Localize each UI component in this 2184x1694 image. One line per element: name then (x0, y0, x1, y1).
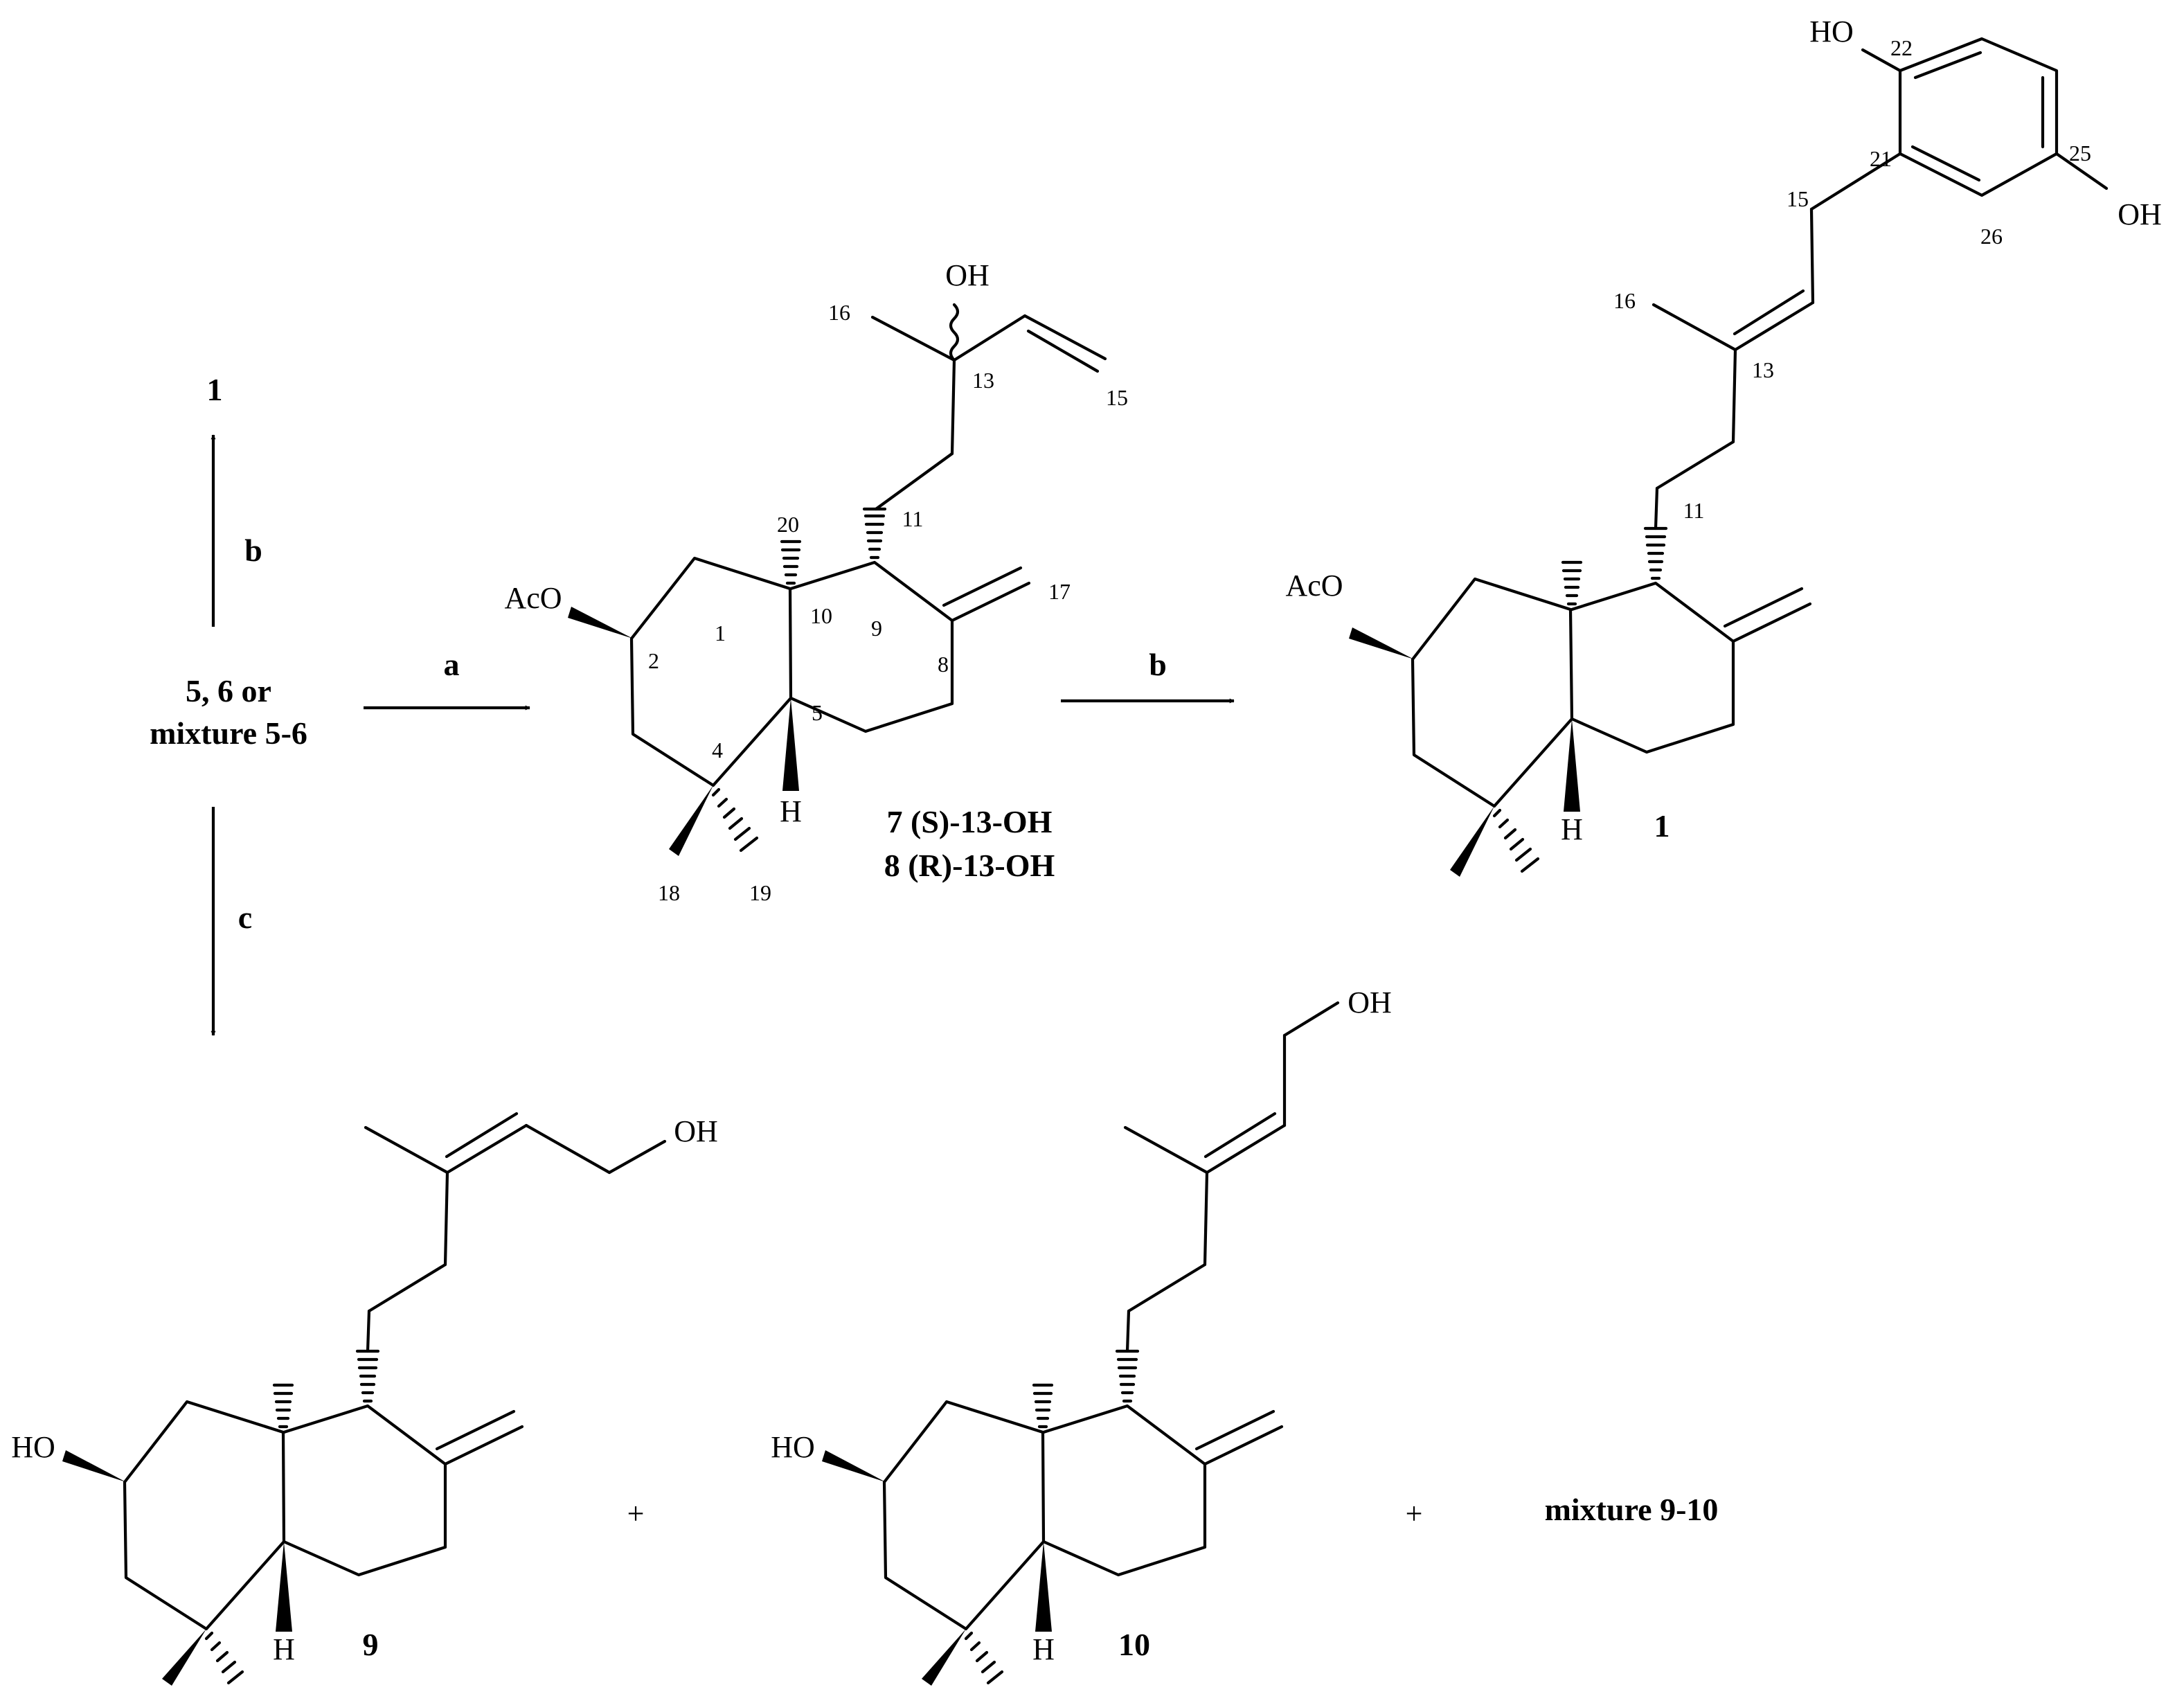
wedge-c5 (782, 698, 799, 791)
wedge-c5-10 (1035, 1542, 1052, 1632)
wedge-c4-me-9 (162, 1629, 206, 1686)
compound-7-8: AcO OH H 1 2 4 5 8 9 10 11 13 15 16 17 1… (504, 258, 1128, 905)
locant-15: 15 (1106, 385, 1128, 410)
locant-16-1: 16 (1613, 288, 1636, 313)
locant-11: 11 (902, 506, 924, 531)
wedge-c2-9 (62, 1450, 126, 1482)
product-1-label-top: 1 (207, 372, 223, 407)
reagent-b-right: b (1149, 647, 1167, 682)
locant-11-1: 11 (1683, 498, 1705, 523)
locant-5: 5 (812, 700, 823, 725)
reagent-b-up: b (244, 533, 262, 568)
start-column: 1 b 5, 6 or mixture 5-6 a c (150, 372, 530, 1036)
ring-hydroxyl-label-10: HO (771, 1430, 815, 1464)
reagent-c: c (238, 900, 252, 935)
chain-hydroxyl-label-9: OH (674, 1114, 718, 1148)
arrow-b-right-group: b (1061, 647, 1235, 704)
wedge-c5-9 (276, 1542, 292, 1632)
hash-c4-me-9 (204, 1631, 244, 1685)
hydrogen-label-c5-10: H (1032, 1632, 1055, 1666)
hash-c9-9 (355, 1349, 380, 1403)
wedge-c2-10 (822, 1450, 886, 1482)
wedge-c2-1 (1349, 627, 1414, 659)
acetoxy-label-1: AcO (1285, 569, 1343, 603)
locant-25: 25 (2069, 141, 2091, 166)
compound-8-label: 8 (R)-13-OH (884, 848, 1055, 883)
locant-16: 16 (828, 300, 850, 325)
wedge-c2 (568, 607, 633, 639)
locant-20: 20 (777, 512, 799, 537)
compound-1: AcO H HO OH 11 13 15 16 21 22 25 26 1 (1285, 15, 2162, 877)
compound-10-label: 10 (1118, 1627, 1150, 1662)
hash-c10 (780, 540, 802, 585)
mixture-9-10-label: mixture 9-10 (1545, 1492, 1719, 1527)
plus-sign-2: + (1406, 1497, 1423, 1531)
wedge-c4-me-1 (1450, 806, 1494, 877)
hash-c10-10 (1032, 1383, 1054, 1429)
locant-21: 21 (1870, 146, 1892, 171)
hash-c4-me-1 (1492, 808, 1540, 873)
locant-4: 4 (712, 738, 723, 763)
locant-13-1: 13 (1752, 357, 1774, 382)
hydrogen-label-c5-9: H (273, 1632, 295, 1666)
locant-19: 19 (749, 880, 771, 905)
compound-9: HO OH H 9 (11, 1112, 718, 1686)
locant-8: 8 (938, 652, 949, 677)
hash-c10-9 (272, 1383, 294, 1429)
locant-17: 17 (1048, 579, 1071, 604)
hash-c9-1 (1643, 526, 1668, 580)
compound-10: HO OH H 10 (771, 986, 1392, 1686)
hydroxyl-label-25: OH (2118, 197, 2162, 231)
locant-26: 26 (1980, 224, 2003, 249)
locant-15-1: 15 (1787, 186, 1809, 211)
locant-13: 13 (972, 368, 994, 393)
hash-c4-me19 (711, 787, 759, 853)
locant-18: 18 (658, 880, 680, 905)
locant-2: 2 (648, 648, 659, 673)
hash-c10-1 (1561, 560, 1583, 606)
wedge-c5-1 (1564, 719, 1580, 812)
start-compound-line2: mixture 5-6 (150, 715, 307, 751)
hash-c9-10 (1115, 1349, 1140, 1403)
chain-hydroxyl-label-10: OH (1348, 986, 1392, 1019)
start-compound-line1: 5, 6 or (186, 673, 271, 708)
compound-9-label: 9 (363, 1627, 379, 1662)
hash-c4-me-10 (964, 1631, 1004, 1685)
wedge-c4-me-10 (922, 1629, 966, 1686)
ring-hydroxyl-label-9: HO (11, 1430, 55, 1464)
hydrogen-label-c5: H (780, 794, 802, 828)
hash-c9 (862, 507, 887, 560)
locant-9: 9 (871, 616, 882, 641)
compound-1-label: 1 (1654, 808, 1670, 844)
hydroxyl-label-22: HO (1809, 15, 1854, 48)
reagent-a: a (444, 647, 460, 682)
compound-7-label: 7 (S)-13-OH (887, 804, 1053, 839)
hydroxyl-label-13: OH (945, 258, 990, 292)
hydrogen-label-c5-1: H (1561, 812, 1583, 846)
locant-22: 22 (1890, 35, 1913, 60)
locant-10: 10 (810, 603, 832, 628)
acetoxy-label-78: AcO (504, 581, 562, 615)
locant-1: 1 (715, 621, 726, 645)
plus-sign-1: + (627, 1497, 645, 1531)
wedge-c4-me18 (669, 785, 713, 856)
